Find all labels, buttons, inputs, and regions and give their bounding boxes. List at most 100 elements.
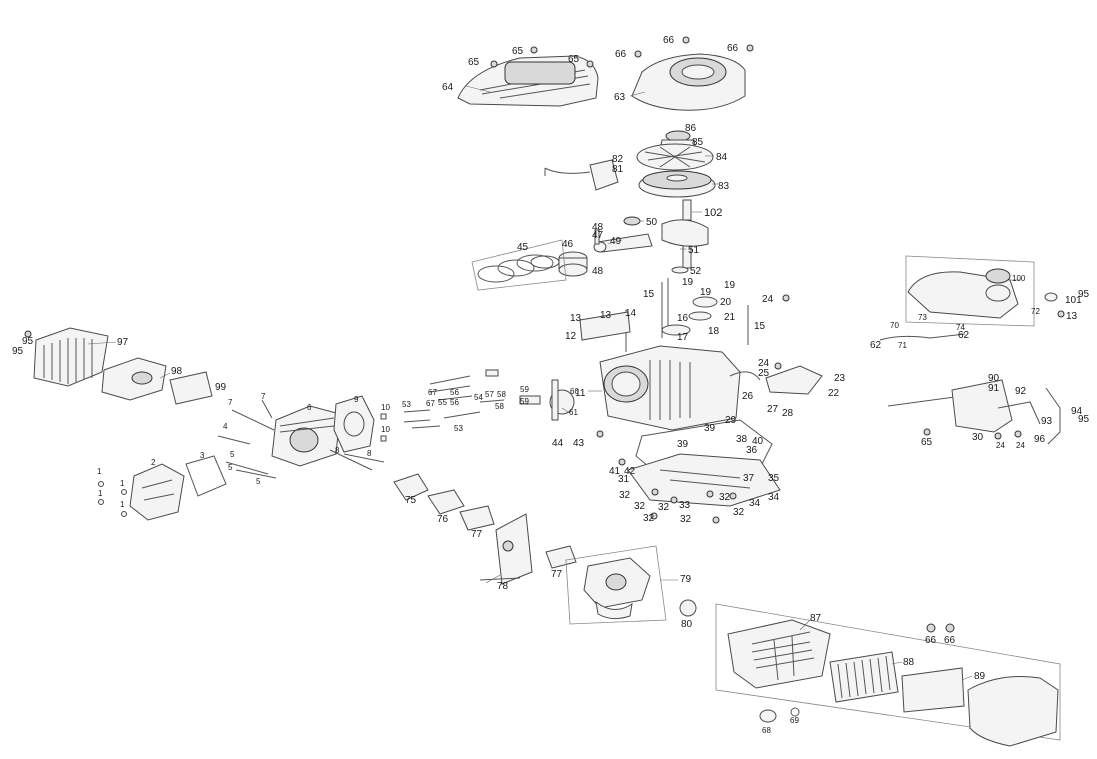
part-label: 83	[718, 181, 730, 192]
part-label: 95	[1078, 289, 1090, 300]
part-label: 32	[643, 513, 655, 524]
part-label: 15	[643, 289, 655, 300]
part-label: 65	[921, 437, 933, 448]
flywheel	[638, 170, 716, 198]
governor-arm	[729, 365, 823, 395]
part-label: 53	[402, 400, 411, 409]
part-label: 69	[790, 716, 799, 725]
part-label: 19	[724, 280, 736, 291]
valve-cover-bolts	[98, 481, 127, 517]
carburetor	[583, 557, 651, 620]
part-label: 84	[716, 152, 728, 163]
part-shapes	[24, 36, 1065, 747]
head-gasket-small	[661, 324, 691, 336]
dowel-pins	[380, 413, 387, 442]
part-label: 50	[646, 217, 658, 228]
part-label: 4	[223, 422, 228, 431]
air-cleaner-base	[727, 619, 831, 689]
valve-train-hardware	[403, 369, 541, 429]
part-label: 62	[870, 340, 882, 351]
part-label: 23	[834, 373, 846, 384]
part-label: 53	[454, 424, 463, 433]
part-label: 81	[612, 164, 624, 175]
part-label: 8	[335, 446, 340, 455]
part-label: 55	[438, 398, 447, 407]
part-label: 74	[956, 323, 965, 332]
part-label: 66	[944, 635, 956, 646]
part-label: 99	[215, 382, 227, 393]
part-label: 65	[568, 54, 580, 65]
part-label: 39	[677, 439, 689, 450]
part-label: 6	[307, 403, 312, 412]
part-label: 82	[612, 154, 624, 165]
part-label: 52	[690, 266, 702, 277]
breather-plate	[579, 311, 631, 341]
part-label: 3	[200, 451, 205, 460]
part-label: 88	[903, 657, 915, 668]
part-label: 32	[658, 502, 670, 513]
part-label: 65	[468, 57, 480, 68]
part-label: 20	[720, 297, 732, 308]
part-label: 32	[619, 490, 631, 501]
rocker-arms	[688, 296, 718, 321]
part-label: 68	[762, 726, 771, 735]
part-label: 31	[618, 474, 630, 485]
part-label: 32	[680, 514, 692, 525]
part-label: 66	[925, 635, 937, 646]
part-label: 98	[171, 366, 183, 377]
part-label: 63	[614, 92, 626, 103]
part-label: 47	[592, 230, 604, 241]
part-label: 13	[600, 310, 612, 321]
part-label: 79	[680, 574, 692, 585]
leader-lines	[87, 85, 1020, 681]
part-label: 66	[615, 49, 627, 60]
part-label: 89	[974, 671, 986, 682]
part-label: 70	[890, 321, 899, 330]
part-label: 36	[746, 445, 758, 456]
carburetor-group-frame	[565, 545, 667, 625]
part-label: 18	[708, 326, 720, 337]
part-label: 46	[562, 239, 574, 250]
part-label: 24	[758, 358, 770, 369]
oil-seal	[623, 216, 641, 226]
valve-cover	[129, 463, 185, 521]
part-label: 61	[569, 408, 578, 417]
head-gasket	[333, 395, 375, 453]
part-label: 101	[1065, 295, 1082, 306]
part-label: 32	[719, 492, 731, 503]
part-label: 73	[918, 313, 927, 322]
part-label: 5	[228, 463, 233, 472]
piston	[558, 251, 588, 277]
part-label: 75	[405, 495, 417, 506]
ignition-coil	[544, 159, 619, 191]
part-label: 13	[1066, 311, 1078, 322]
part-label: 56	[450, 388, 459, 397]
part-label: 32	[733, 507, 745, 518]
part-label: 97	[117, 337, 129, 348]
part-label: 25	[758, 368, 770, 379]
part-label: 95	[1078, 414, 1090, 425]
fuel-line	[879, 333, 966, 341]
part-label: 8	[367, 449, 372, 458]
part-label: 48	[592, 266, 604, 277]
valves	[217, 435, 277, 479]
part-label: 13	[570, 313, 582, 324]
part-label: 24	[996, 441, 1005, 450]
part-label: 60	[570, 387, 579, 396]
part-label: 65	[512, 46, 524, 57]
part-label: 32	[634, 501, 646, 512]
part-label: 22	[828, 388, 840, 399]
part-label: 85	[692, 137, 704, 148]
part-label: 86	[685, 123, 697, 134]
valve-cover-gasket	[185, 455, 227, 497]
part-label: 24	[762, 294, 774, 305]
engine-block	[599, 345, 741, 431]
part-label: 96	[1034, 434, 1046, 445]
tank-washer	[1044, 292, 1058, 302]
part-label: 80	[681, 619, 693, 630]
part-label: 59	[520, 385, 529, 394]
part-label: 37	[743, 473, 755, 484]
part-label: 19	[682, 277, 694, 288]
part-label: 91	[988, 383, 1000, 394]
